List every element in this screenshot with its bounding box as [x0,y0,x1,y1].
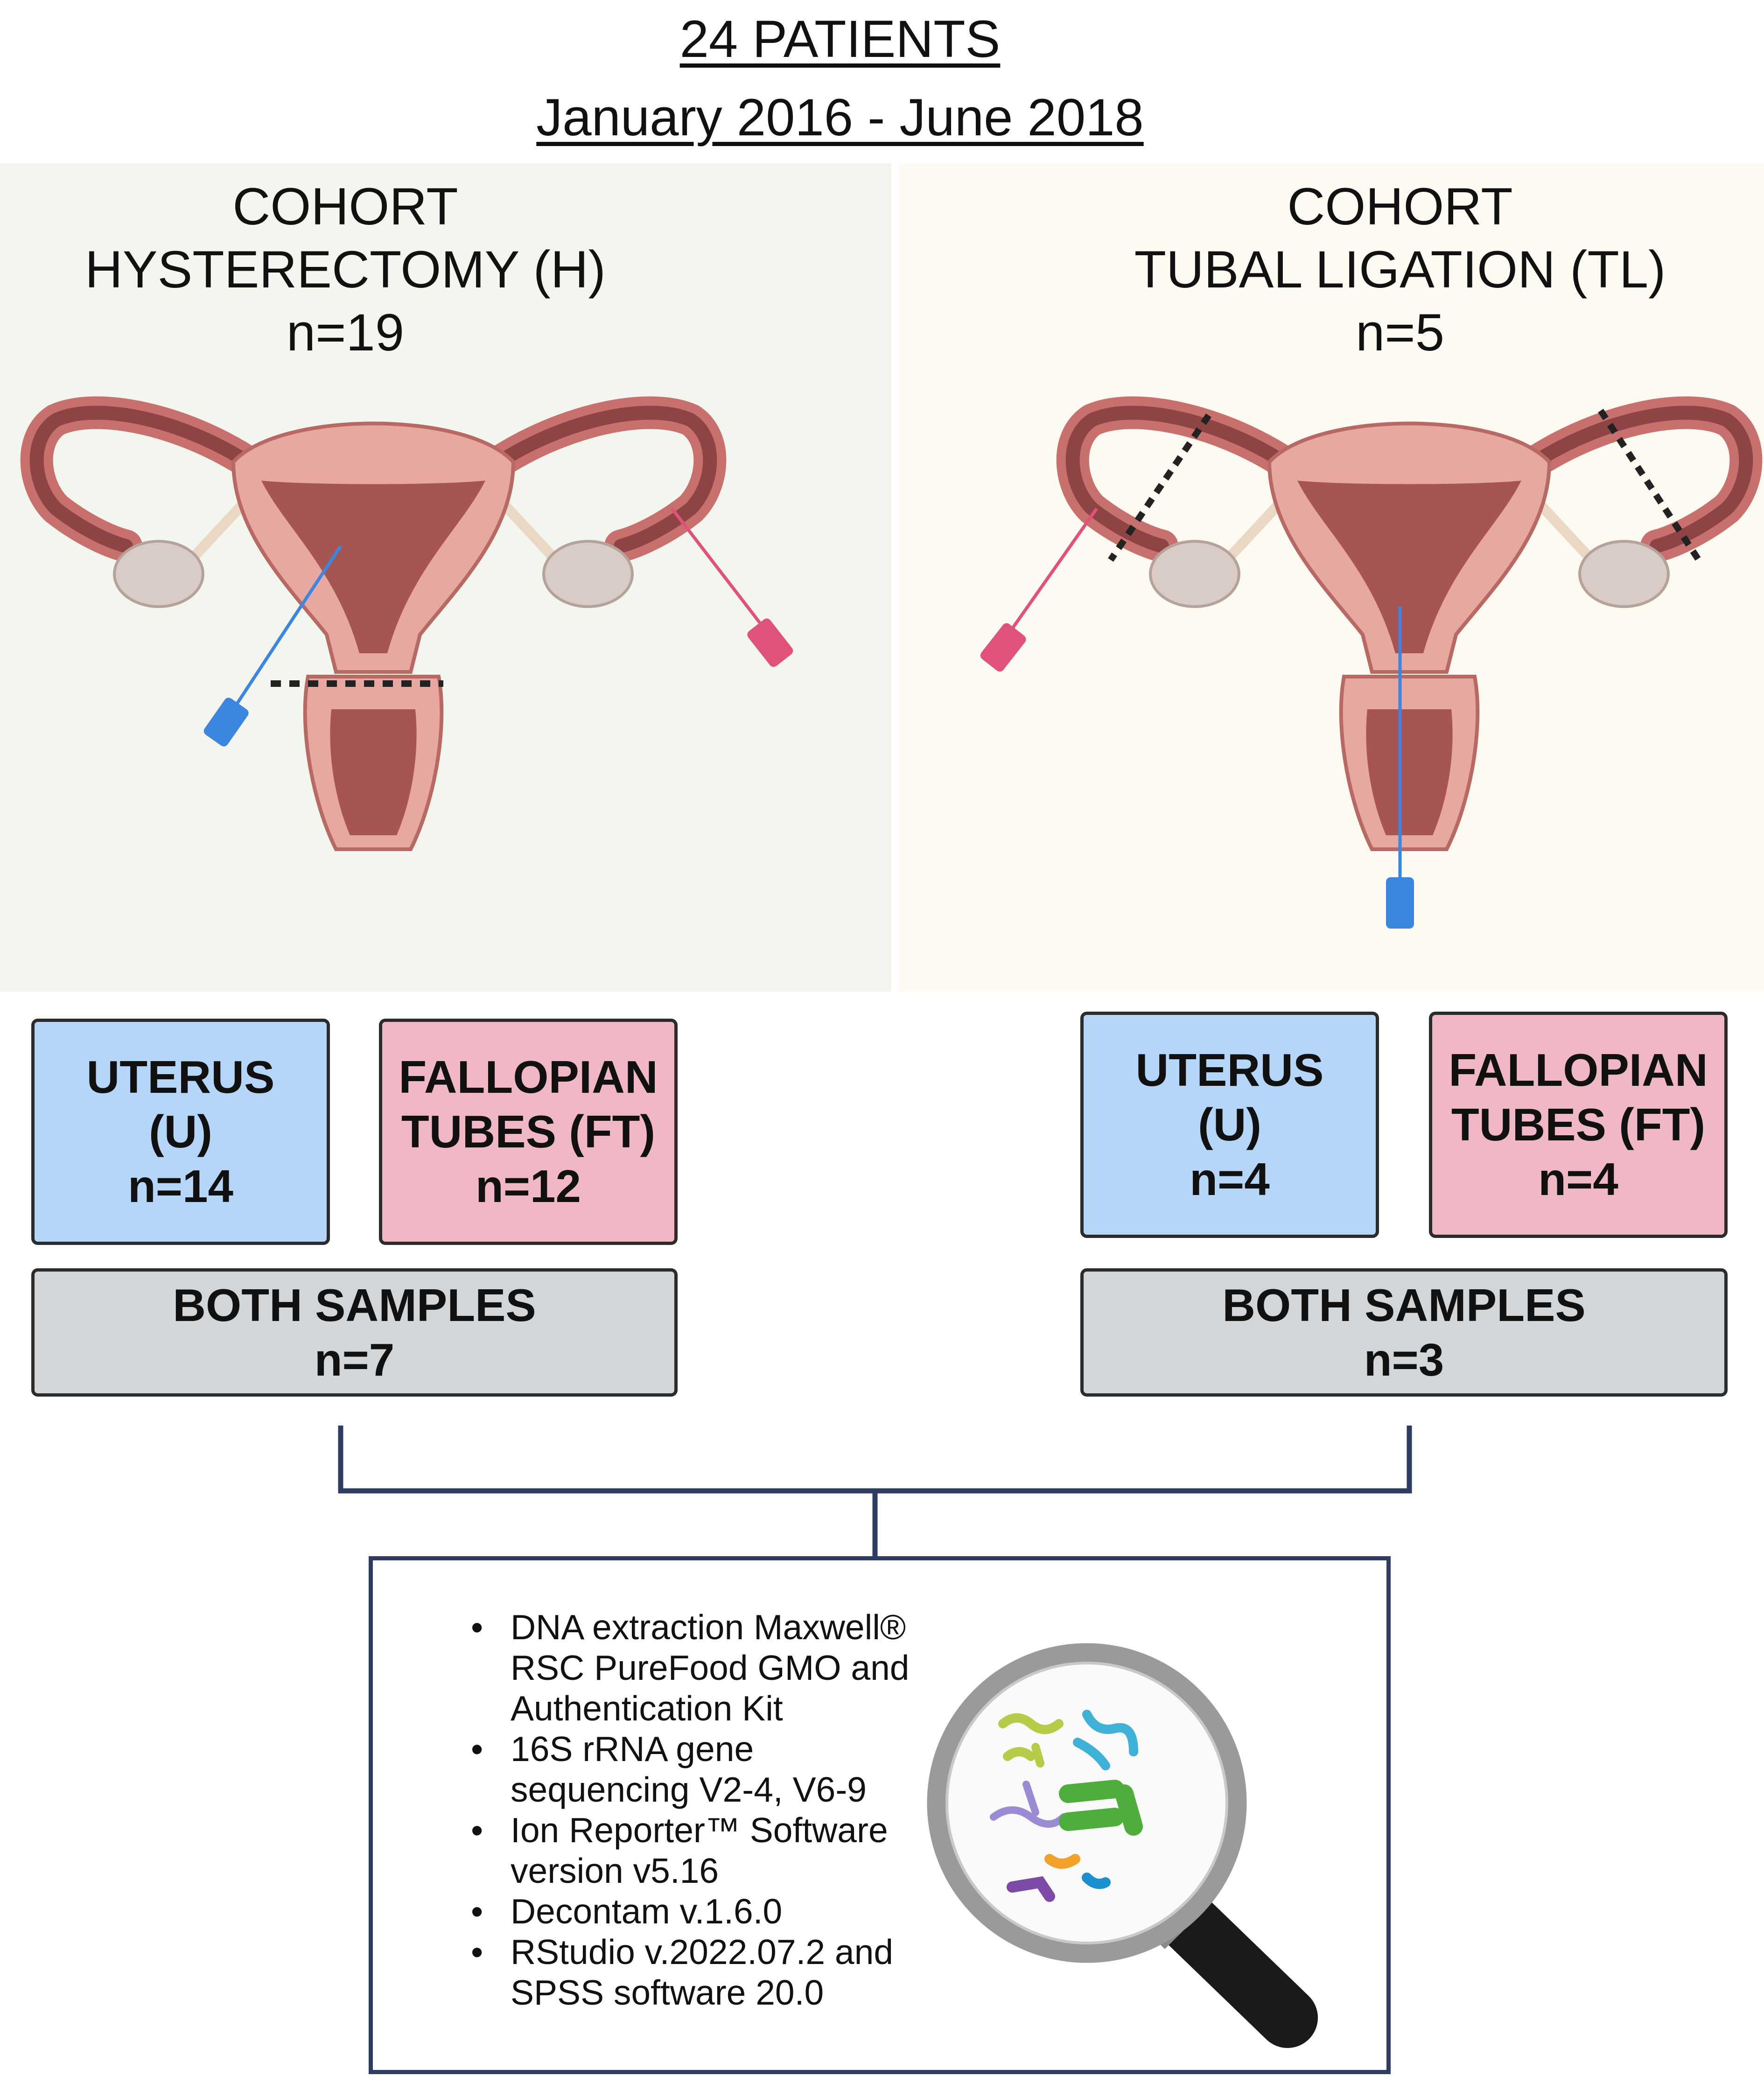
uterus-sample-needle-icon [203,545,342,747]
box-h-both-label: BOTH SAMPLES [173,1279,536,1331]
box-h-uterus-line1: UTERUS [86,1051,275,1103]
uterus-hysterectomy-illustration [20,396,793,851]
title-patients: 24 PATIENTS [679,10,1001,68]
box-tl-tubes-line1: FALLOPIAN [1449,1044,1708,1096]
method-item-decontam: Decontam v.1.6.0 [471,1891,938,1932]
method-item-dna-extraction: DNA extraction Maxwell® RSC PureFood GMO… [471,1607,938,1729]
method-text: SPSS software 20.0 [511,1973,824,2012]
cohort-h-label: COHORT [232,177,458,236]
box-tl-both-label: BOTH SAMPLES [1222,1279,1586,1331]
cohort-h-count: n=19 [286,303,405,362]
method-text: DNA extraction Maxwell® [511,1608,906,1647]
box-tl-uterus: UTERUS (U) n=4 [1080,1012,1379,1238]
method-text: Decontam v.1.6.0 [511,1892,783,1931]
method-text: 16S rRNA gene [511,1729,754,1768]
cohort-h-name: HYSTERECTOMY (H) [85,240,606,299]
method-item-rstudio-spss: RStudio v.2022.07.2 and SPSS software 20… [471,1932,938,2013]
box-h-tubes: FALLOPIAN TUBES (FT) n=12 [379,1019,678,1245]
tube-sample-needle-icon [671,507,793,667]
method-text: version v5.16 [511,1851,719,1890]
method-text: Ion Reporter™ Software [511,1810,888,1850]
box-tl-uterus-line2: (U) [1197,1099,1262,1150]
tube-sample-needle-icon [980,507,1098,672]
box-h-both-count: n=7 [314,1334,395,1385]
box-h-tubes-line2: TUBES (FT) [401,1106,656,1157]
ligation-cut-line-left [1108,413,1211,562]
uterus-anatomy-icon [20,396,727,851]
method-text: sequencing V2-4, V6-9 [511,1770,867,1809]
title-period: January 2016 - June 2018 [536,88,1144,147]
box-tl-uterus-line1: UTERUS [1135,1044,1324,1096]
cohort-tl-count: n=5 [1356,303,1444,362]
method-text: RStudio v.2022.07.2 and [511,1932,894,1971]
cohort-tl-title: COHORT TUBAL LIGATION (TL) n=5 [1120,175,1680,364]
method-item-16s-sequencing: 16S rRNA gene sequencing V2-4, V6-9 [471,1729,938,1810]
magnifier-bacteria-icon [927,1643,1318,2048]
methods-box: DNA extraction Maxwell® RSC PureFood GMO… [369,1556,1391,2074]
cohorts-merge-connector [338,1426,1412,1556]
uterus-anatomy-icon [1056,396,1763,851]
box-h-uterus-line2: (U) [148,1106,213,1157]
cohort-tl-label: COHORT [1287,177,1513,236]
box-tl-uterus-count: n=4 [1190,1153,1270,1205]
box-tl-tubes-line2: TUBES (FT) [1451,1099,1706,1150]
uterus-sample-needle-icon [1386,607,1414,929]
box-h-tubes-count: n=12 [475,1160,581,1212]
diagram-title: 24 PATIENTS January 2016 - June 2018 [0,0,1680,157]
box-h-both: BOTH SAMPLES n=7 [31,1268,678,1397]
box-h-uterus: UTERUS (U) n=14 [31,1019,330,1245]
box-h-tubes-line1: FALLOPIAN [399,1051,658,1103]
cohort-h-title: COHORT HYSTERECTOMY (H) n=19 [65,175,625,364]
box-h-uterus-count: n=14 [127,1160,234,1212]
uterus-tubal-ligation-illustration [980,396,1763,929]
method-text: Authentication Kit [511,1689,783,1728]
ligation-cut-line-right [1598,409,1701,562]
bacteria-icon [990,1710,1143,1902]
methods-list: DNA extraction Maxwell® RSC PureFood GMO… [471,1607,938,2013]
method-item-ion-reporter: Ion Reporter™ Software version v5.16 [471,1810,938,1891]
box-tl-both: BOTH SAMPLES n=3 [1080,1268,1728,1397]
box-tl-tubes-count: n=4 [1538,1153,1618,1205]
box-tl-both-count: n=3 [1364,1334,1444,1385]
method-text: RSC PureFood GMO and [511,1648,910,1687]
box-tl-tubes: FALLOPIAN TUBES (FT) n=4 [1429,1012,1728,1238]
cohort-tl-name: TUBAL LIGATION (TL) [1134,240,1666,299]
